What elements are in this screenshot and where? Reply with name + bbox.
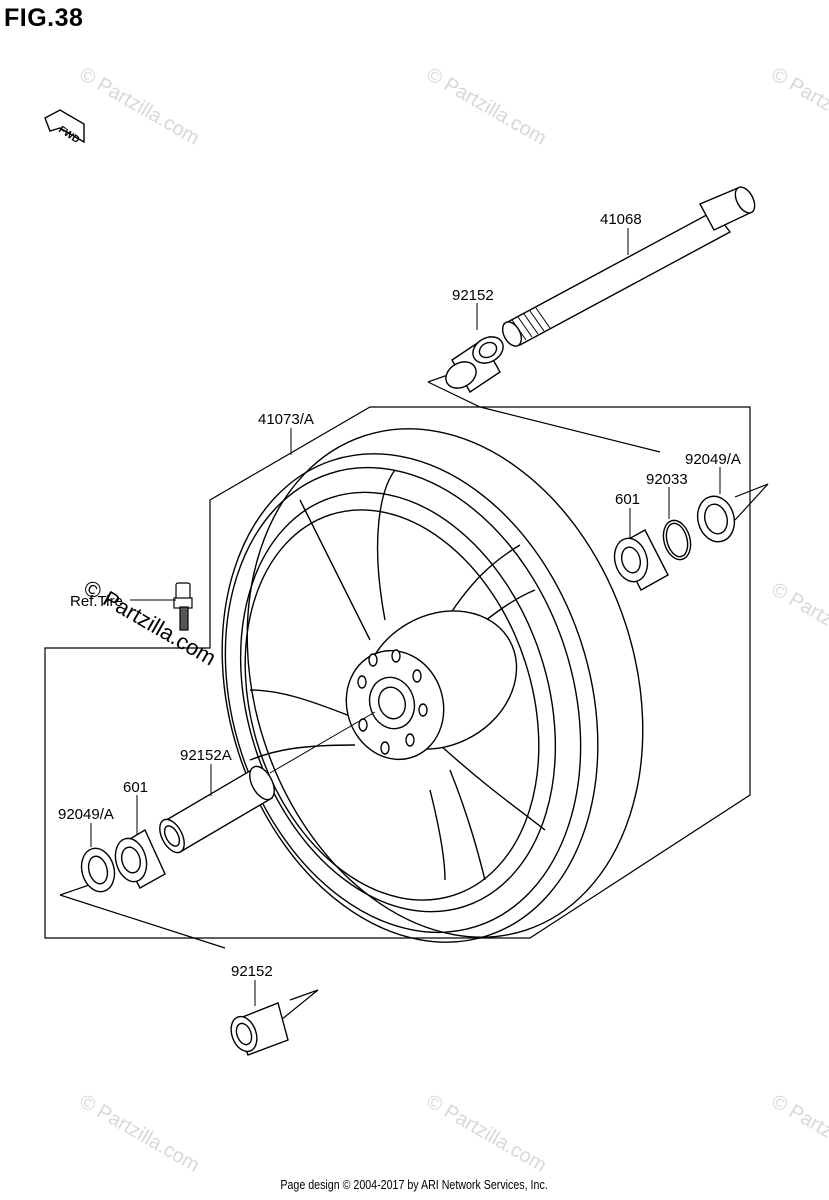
watermark-text: © Partzilla.com xyxy=(768,578,829,664)
fwd-arrow-icon: FWD xyxy=(44,109,85,146)
label-wheel: 41073/A xyxy=(258,411,314,428)
seal-right-part xyxy=(696,495,736,543)
axle-part xyxy=(501,186,756,347)
seal-left-part xyxy=(80,847,116,893)
label-spacer: 92152A xyxy=(180,747,232,764)
watermark-text: © Partzilla.com xyxy=(76,63,204,149)
label-axle: 41068 xyxy=(600,211,642,228)
label-collar-lower: 92152 xyxy=(231,963,273,980)
watermark-text: © Partzilla.com xyxy=(768,63,829,149)
watermark-text: © Partzilla.com xyxy=(76,1090,204,1176)
watermark-main: © Partzilla.com xyxy=(80,575,221,671)
collar-lower-part xyxy=(230,1002,289,1056)
footer-text: Page design © 2004-2017 by ARI Network S… xyxy=(280,1177,549,1192)
tire-valve-part xyxy=(173,582,193,631)
page-footer: Page design © 2004-2017 by ARI Network S… xyxy=(0,1177,829,1192)
label-bearing-left: 601 xyxy=(123,779,148,796)
leader-lines xyxy=(90,228,721,1006)
label-collar-upper: 92152 xyxy=(452,287,494,304)
wheel-part xyxy=(221,428,644,943)
collar-upper-part xyxy=(445,336,504,394)
circlip-part xyxy=(662,519,692,561)
part-labels: 41068 92152 41073/A 92049/A 92033 601 Re… xyxy=(58,211,741,980)
spacer-part xyxy=(159,711,376,854)
label-seal-left: 92049/A xyxy=(58,806,114,823)
label-bearing-right: 601 xyxy=(615,491,640,508)
watermark-text: © Partzilla.com xyxy=(768,1090,829,1176)
label-tire-ref: Ref.Tire xyxy=(70,593,123,610)
label-seal-right: 92049/A xyxy=(685,451,741,468)
bearing-right-part xyxy=(613,529,669,591)
watermark-text: © Partzilla.com xyxy=(423,1090,551,1176)
label-circlip: 92033 xyxy=(646,471,688,488)
figure-title: FIG.38 xyxy=(4,4,84,32)
watermark-text: © Partzilla.com xyxy=(423,63,551,149)
bearing-left-part xyxy=(114,829,166,889)
